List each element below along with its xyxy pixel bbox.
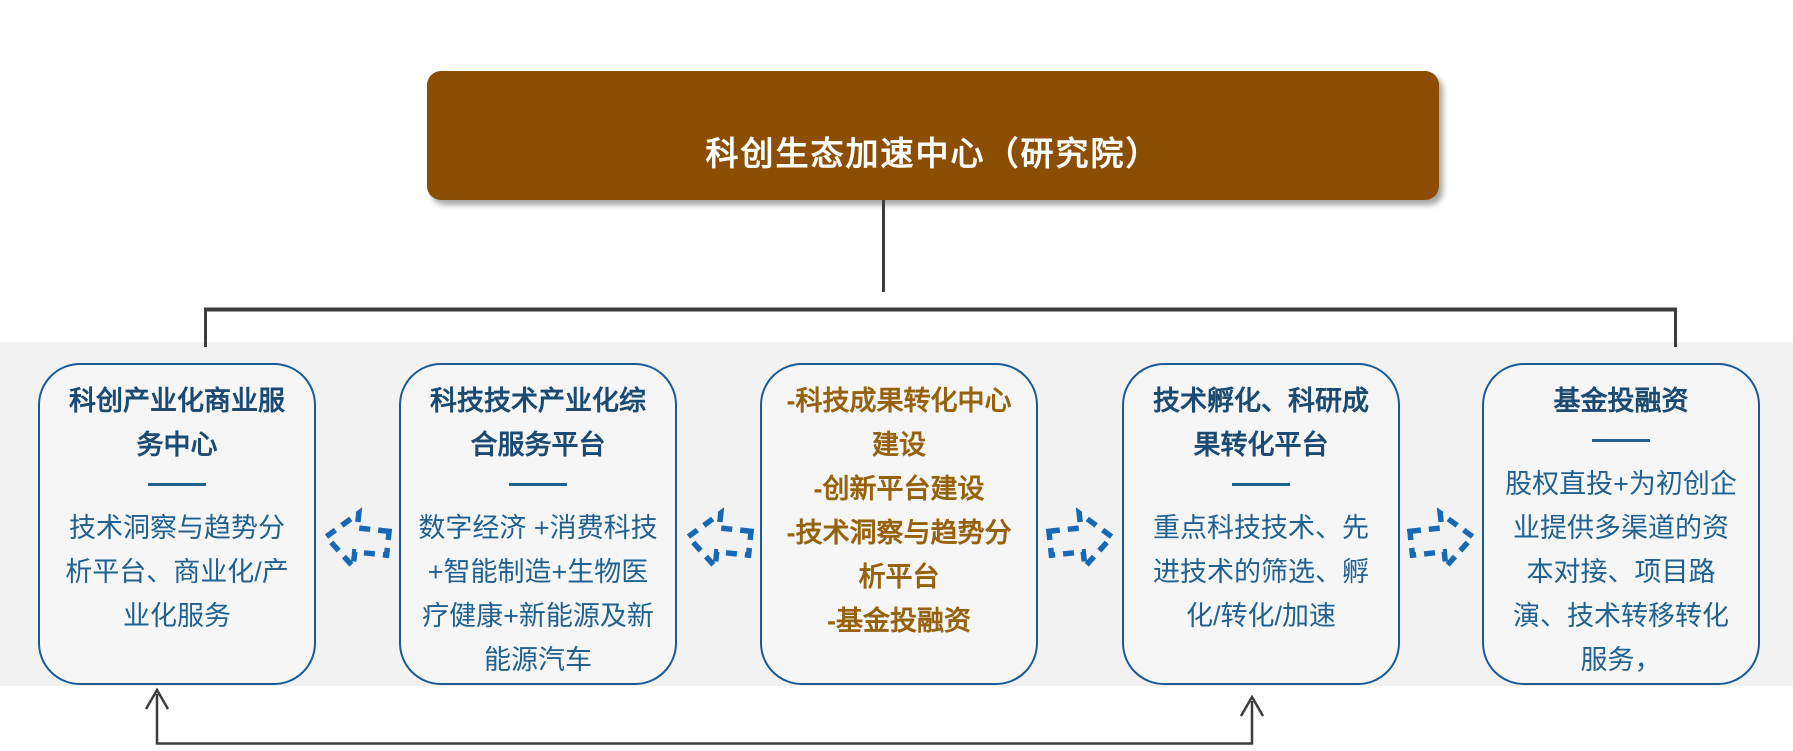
list-item: -基金投融资 (827, 606, 971, 636)
diagram-title-box: 科创生态加速中心（研究院） (427, 71, 1439, 200)
box-fund-investment: 基金投融资 股权直投+为初创企业提供多渠道的资本对接、项目路演、技术转移转化服务… (1482, 363, 1760, 685)
list-item: -创新平台建设 (813, 474, 985, 504)
box-industrialization-platform: 科技技术产业化综合服务平台 数字经济 +消费科技+智能制造+生物医疗健康+新能源… (399, 363, 677, 685)
diagram-title: 科创生态加速中心（研究院） (705, 134, 1161, 172)
feedback-loop-line (155, 694, 1254, 745)
box-incubation-platform: 技术孵化、科研成果转化平台 重点科技技术、先进技术的筛选、孵化/转化/加速 (1122, 363, 1400, 685)
chevron-right-arrow-icon (1041, 503, 1121, 576)
separator-line (148, 483, 206, 486)
chevron-right-arrow-icon (1402, 503, 1482, 576)
box-body: 技术洞察与趋势分析平台、商业化/产业化服务 (65, 513, 289, 631)
list-item: -技术洞察与趋势分析平台 (786, 518, 1012, 592)
box-commercial-service-center: 科创产业化商业服务中心 技术洞察与趋势分析平台、商业化/产业化服务 (38, 363, 316, 685)
box-title: 基金投融资 (1553, 386, 1689, 416)
feedback-arrowhead-right (1239, 694, 1265, 717)
chevron-left-arrow-icon (317, 503, 397, 576)
separator-line (509, 483, 567, 486)
box-title: 技术孵化、科研成果转化平台 (1153, 386, 1369, 460)
list-item: -科技成果转化中心建设 (786, 386, 1012, 460)
box-core-functions-list: -科技成果转化中心建设 -创新平台建设 -技术洞察与趋势分析平台 -基金投融资 (760, 363, 1038, 685)
feedback-arrowhead-left (144, 687, 170, 710)
separator-line (1592, 439, 1650, 442)
box-body: 数字经济 +消费科技+智能制造+生物医疗健康+新能源及新能源汽车 (418, 513, 658, 675)
box-title: 科技技术产业化综合服务平台 (430, 386, 646, 460)
separator-line (1232, 483, 1290, 486)
box-title: 科创产业化商业服务中心 (69, 386, 285, 460)
box-body: 股权直投+为初创企业提供多渠道的资本对接、项目路演、技术转移转化服务， (1505, 469, 1737, 675)
chevron-left-arrow-icon (679, 503, 759, 576)
box-body: 重点科技技术、先进技术的筛选、孵化/转化/加速 (1153, 513, 1369, 631)
